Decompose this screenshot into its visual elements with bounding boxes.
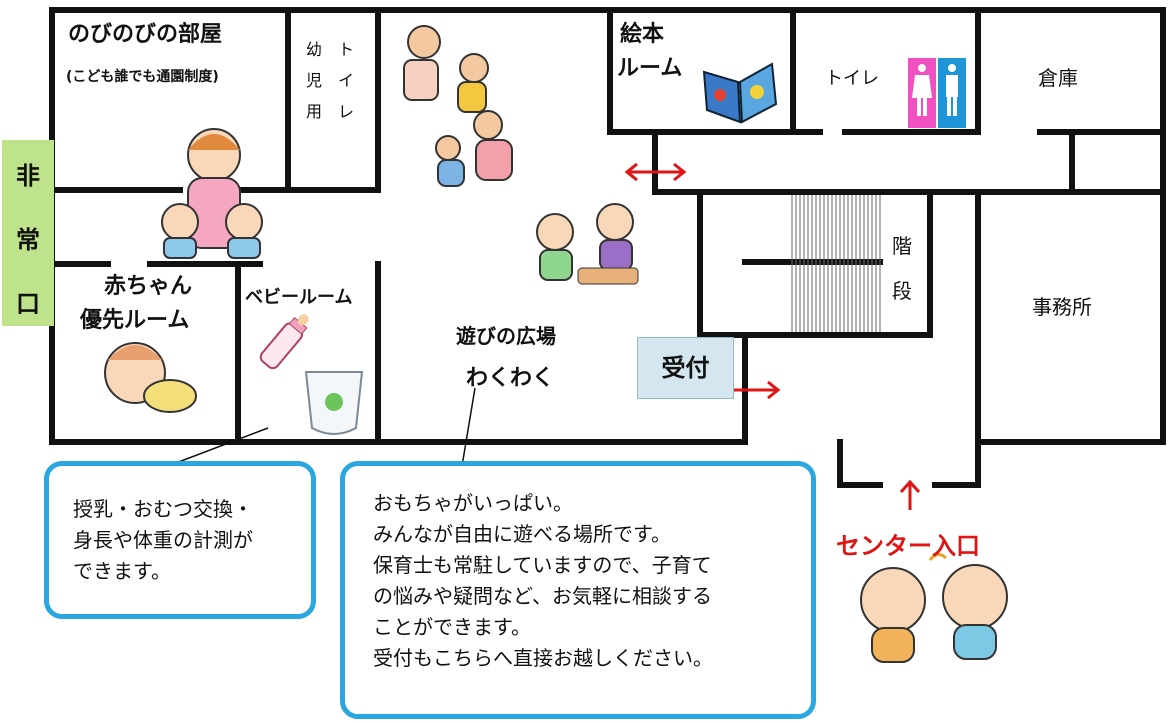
storage-label: 倉庫 [1038,66,1078,90]
baby-room-callout: 授乳・おむつ交換・ 身長や体重の計測が できます。 [44,461,316,619]
callout-line: 身長や体重の計測が [73,528,253,552]
center-entrance-label: センター入口 [836,532,980,560]
picture-book-room-title-line2: ルーム [617,56,683,81]
callout-pointers [167,387,476,467]
baby-room-title: ベビールーム [245,287,353,308]
toddler-toilet-char: 児 [305,71,322,90]
play-plaza-title-line2: わくわく [466,366,555,391]
toilet-sign-icon [908,58,966,128]
walls [49,7,1166,488]
callout-line: みんなが自由に遊べる場所です。 [373,522,671,546]
emergency-exit-char: 非 [16,162,40,190]
stairs-label-1: 階 [892,234,912,258]
office-label: 事務所 [1032,295,1092,319]
play-plaza-title-line1: 遊びの広場 [456,324,556,348]
baby-priority-room-title-line1: 赤ちゃん [104,274,193,299]
crawling-baby-illustration [104,342,197,413]
emergency-exit-char: 常 [16,226,40,254]
callout-line: ことができます。 [373,615,531,639]
two-babies-illustration [860,553,1008,663]
callout-line: できます。 [73,559,171,583]
toddler-toilet-label-col1: 幼 児 用 [302,34,326,127]
picture-book-icon [702,62,778,124]
reception-desk: 受付 [637,337,734,399]
toddler-toilet-char: イ [337,71,354,90]
callout-line: 保育士も常駐していますので、子育て [373,553,712,577]
teacher-with-children-illustration [161,128,263,259]
toddler-toilet-char: レ [337,102,354,121]
toilet-label: トイレ [825,68,879,89]
diaper-icon [304,371,364,435]
stairs-label-2: 段 [892,279,912,303]
stair-treads [791,195,881,332]
nobinobi-room-title: のびのびの部屋 [68,22,223,47]
callout-line: 授乳・おむつ交換・ [73,497,253,521]
picture-book-room-title-line1: 絵本 [620,22,665,47]
baby-bottle-icon [259,314,309,370]
play-plaza-callout: おもちゃがいっぱい。 みんなが自由に遊べる場所です。 保育士も常駐していますので… [340,461,816,719]
callout-line: の悩みや疑問など、お気軽に相談する [373,584,712,608]
toddler-toilet-char: ト [337,40,354,59]
emergency-exit: 非 常 口 [2,140,54,326]
toddler-toilet-char: 幼 [305,40,322,59]
children-playing-illustration [403,25,513,187]
kids-with-toys-illustration [536,203,639,285]
callout-line: おもちゃがいっぱい。 [373,491,573,515]
emergency-exit-char: 口 [16,290,40,318]
callout-line: 受付もこちらへ直接お越しください。 [373,646,713,670]
toddler-toilet-char: 用 [305,102,322,121]
baby-priority-room-title-line2: 優先ルーム [80,308,190,333]
toddler-toilet-label-col2: ト イ レ [334,34,358,127]
nobinobi-room-note: (こども誰でも通園制度) [66,69,219,85]
